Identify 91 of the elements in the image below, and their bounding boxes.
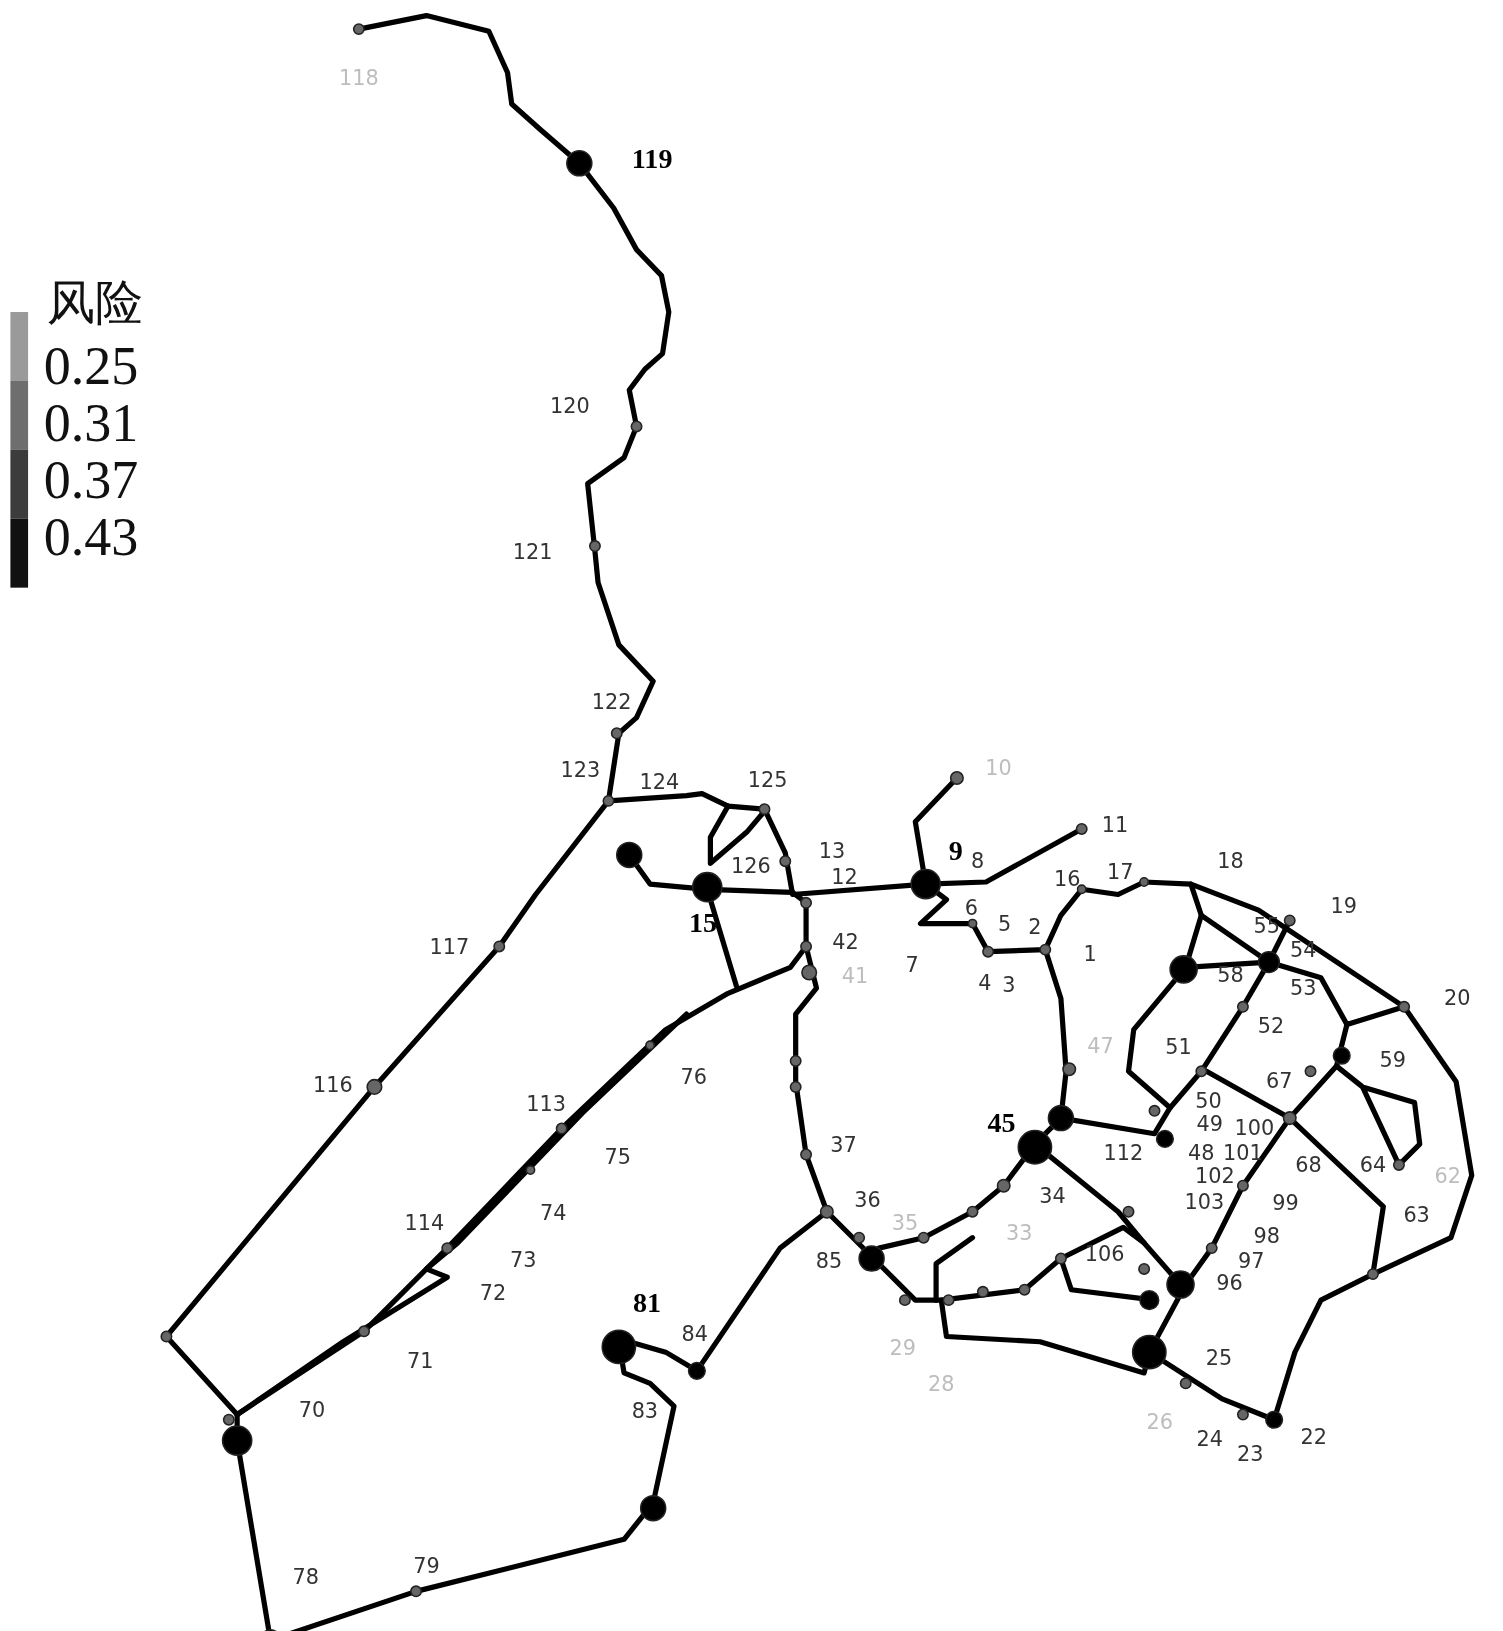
node-number: 100 (1234, 1117, 1275, 1138)
node-number: 63 (1403, 1204, 1430, 1226)
node-number: 15 (689, 909, 718, 938)
node-number: 120 (550, 395, 590, 417)
node-number: 74 (540, 1202, 567, 1224)
node-number: 5 (998, 913, 1012, 934)
legend-value: 0.37 (43, 453, 139, 508)
node-number: 54 (1290, 939, 1317, 960)
node-number: 64 (1359, 1154, 1387, 1176)
node-number: 99 (1272, 1191, 1299, 1213)
node-number: 35 (891, 1212, 919, 1234)
node-number: 98 (1253, 1225, 1281, 1247)
node-number: 125 (747, 769, 788, 791)
node-number: 45 (987, 1109, 1016, 1138)
node-number: 19 (1330, 895, 1358, 917)
node-number: 102 (1195, 1164, 1235, 1186)
node-number: 36 (854, 1188, 881, 1210)
node-number: 53 (1290, 977, 1317, 999)
node-number: 121 (512, 540, 553, 562)
node-number: 83 (631, 1399, 659, 1421)
node-number: 9 (948, 836, 963, 865)
node-number: 106 (1084, 1242, 1125, 1264)
node-number: 81 (632, 1289, 661, 1318)
node-number: 118 (339, 67, 379, 89)
node-number: 8 (971, 850, 985, 872)
node-number: 42 (832, 930, 859, 952)
node-number: 49 (1196, 1112, 1223, 1134)
node-number: 34 (1039, 1185, 1066, 1207)
node-number: 103 (1184, 1190, 1225, 1212)
node-number: 6 (964, 897, 979, 919)
node-number: 117 (429, 936, 470, 957)
node-number: 16 (1053, 868, 1081, 890)
node-number: 122 (591, 691, 632, 713)
node-number: 22 (1300, 1426, 1327, 1447)
node-number: 119 (631, 145, 673, 174)
node-number: 41 (841, 965, 869, 986)
node-number: 4 (978, 972, 992, 994)
node-number: 3 (1002, 974, 1016, 996)
node-number: 18 (1217, 850, 1244, 872)
node-number: 79 (413, 1554, 440, 1576)
node-number: 67 (1266, 1070, 1293, 1092)
node-number: 96 (1216, 1272, 1243, 1293)
node-number: 62 (1434, 1164, 1462, 1186)
node-number: 123 (560, 759, 601, 781)
node-number: 23 (1236, 1443, 1264, 1465)
node-number: 101 (1223, 1142, 1263, 1163)
node-number: 24 (1196, 1428, 1223, 1449)
node-number: 126 (731, 854, 771, 876)
node-number: 37 (830, 1134, 857, 1156)
node-number: 10 (985, 757, 1012, 778)
node-number: 2 (1028, 916, 1042, 938)
node-number: 113 (526, 1093, 566, 1114)
node-number: 1 (1083, 943, 1097, 965)
node-number: 85 (815, 1250, 843, 1271)
node-number: 112 (1103, 1142, 1144, 1163)
node-number: 114 (404, 1212, 445, 1234)
node-number: 52 (1257, 1015, 1285, 1036)
node-number: 50 (1195, 1090, 1222, 1111)
node-number: 124 (639, 771, 680, 793)
node-number: 28 (928, 1372, 955, 1394)
node-number: 70 (298, 1398, 326, 1420)
node-number: 11 (1101, 814, 1129, 836)
node-number: 73 (509, 1249, 537, 1270)
node-number: 7 (905, 954, 919, 976)
legend-title: 风险 (46, 278, 143, 327)
node-number: 48 (1188, 1142, 1215, 1163)
node-number: 68 (1295, 1154, 1322, 1176)
legend-value: 0.43 (43, 510, 139, 565)
node-number: 78 (292, 1566, 320, 1588)
node-number: 75 (604, 1146, 632, 1167)
node-number: 12 (831, 866, 858, 888)
legend-value: 0.25 (43, 339, 139, 394)
node-number: 71 (406, 1350, 434, 1371)
node-number: 47 (1087, 1034, 1114, 1056)
node-number: 51 (1165, 1035, 1192, 1057)
node-number: 97 (1238, 1250, 1265, 1271)
node-number: 59 (1379, 1049, 1406, 1071)
node-number: 29 (889, 1337, 917, 1359)
node-number: 20 (1443, 987, 1471, 1008)
node-number: 55 (1253, 915, 1281, 937)
node-number: 76 (680, 1066, 707, 1087)
node-number: 116 (312, 1074, 353, 1096)
node-number: 17 (1106, 861, 1134, 882)
node-number: 26 (1146, 1411, 1173, 1433)
node-number: 84 (681, 1323, 708, 1344)
node-number: 33 (1006, 1222, 1033, 1243)
node-number: 25 (1205, 1346, 1233, 1368)
node-number: 72 (479, 1282, 507, 1304)
node-number: 58 (1217, 964, 1244, 985)
legend-value: 0.31 (43, 396, 139, 451)
node-number: 13 (818, 840, 846, 862)
